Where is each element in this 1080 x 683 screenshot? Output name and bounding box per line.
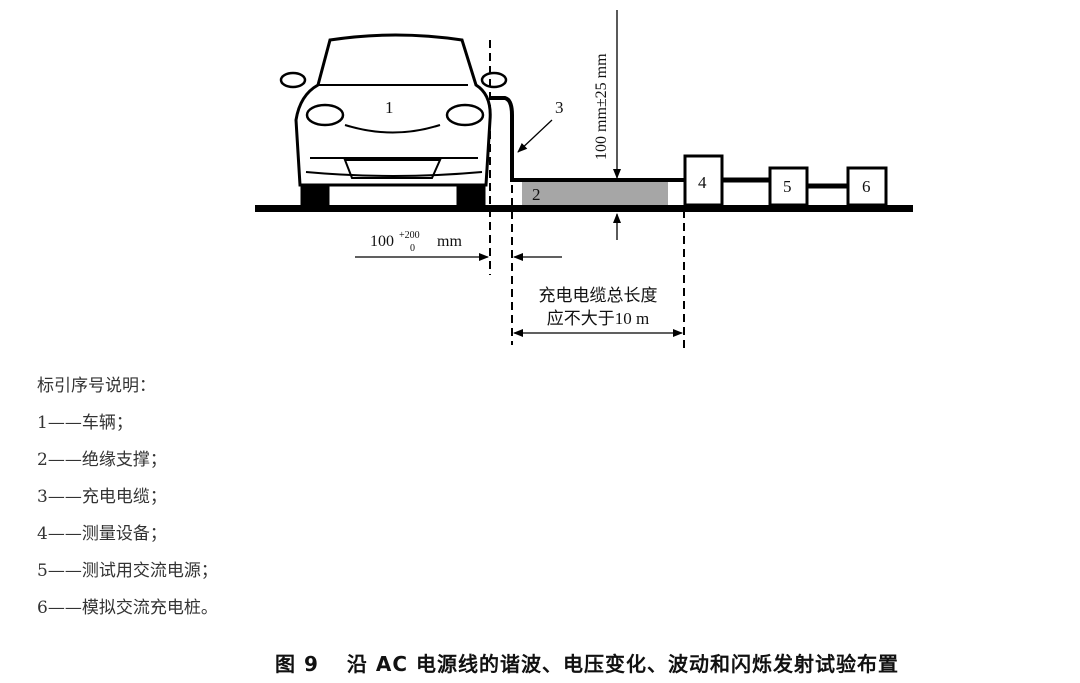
insulating-support — [522, 182, 668, 205]
label-4: 4 — [698, 173, 707, 192]
svg-text:+200: +200 — [399, 230, 420, 241]
figure-number: 图 9 — [275, 652, 319, 676]
charging-pile-box — [846, 166, 888, 207]
figure-title: 沿 AC 电源线的谐波、电压变化、波动和闪烁发射试验布置 — [346, 652, 899, 676]
ground-line — [255, 205, 913, 212]
svg-text:mm: mm — [437, 233, 462, 250]
svg-text:0: 0 — [410, 243, 415, 254]
gap-dimension-label: 100 +200 0 mm — [370, 230, 462, 254]
legend-item: 6——模拟交流充电桩。 — [37, 598, 218, 618]
legend-item: 4——测量设备； — [37, 524, 167, 544]
svg-text:100: 100 — [370, 233, 394, 250]
reference-dashed-lines — [489, 40, 685, 348]
label-1: 1 — [385, 98, 394, 117]
label-2: 2 — [532, 185, 541, 204]
cable-length-line2: 应不大于10 m — [547, 309, 649, 328]
figure-caption: 图 9 沿 AC 电源线的谐波、电压变化、波动和闪烁发射试验布置 — [0, 648, 1080, 677]
label-6: 6 — [862, 177, 871, 196]
label-5: 5 — [783, 177, 792, 196]
height-dimension-label: 100 mm±25 mm — [593, 53, 610, 160]
legend-item: 5——测试用交流电源； — [37, 561, 218, 581]
measuring-equipment-box — [683, 154, 724, 207]
charging-cable — [490, 96, 684, 182]
legend-item: 2——绝缘支撑； — [37, 450, 167, 470]
cable-length-line1: 充电电缆总长度 — [539, 286, 658, 305]
vehicle — [279, 33, 508, 207]
legend-item: 3——充电电缆； — [37, 487, 167, 507]
legend-item: 1——车辆； — [37, 413, 133, 433]
legend-title: 标引序号说明： — [37, 376, 156, 396]
legend: 标引序号说明： 1——车辆； 2——绝缘支撑； 3——充电电缆； 4——测量设备… — [37, 368, 218, 627]
label-3: 3 — [555, 98, 564, 117]
